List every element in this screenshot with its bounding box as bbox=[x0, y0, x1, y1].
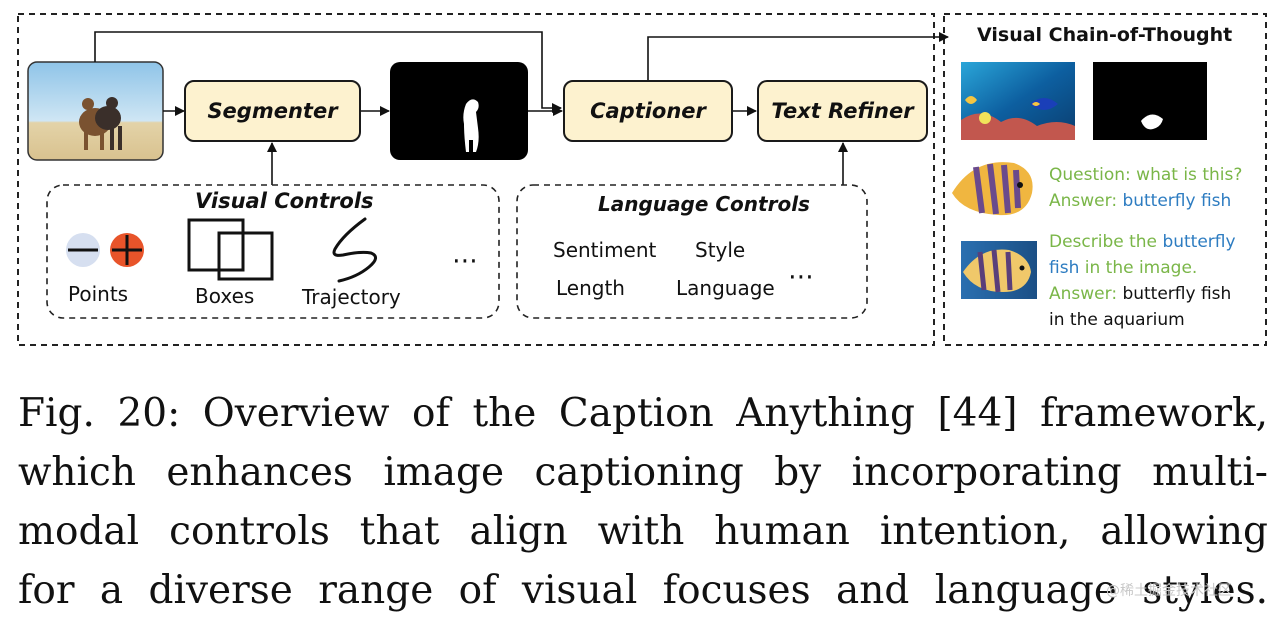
input-image bbox=[27, 61, 164, 161]
fish-mask-image bbox=[1093, 62, 1207, 140]
qa2-describe-suffix: in the image. bbox=[1084, 258, 1198, 278]
trajectory-label: Trajectory bbox=[302, 285, 401, 309]
language-controls-title: Language Controls bbox=[598, 192, 810, 216]
qa2-describe-subject-2: fish bbox=[1049, 258, 1080, 278]
language-controls-panel bbox=[516, 184, 868, 319]
qa2-answer-label: Answer: bbox=[1049, 284, 1118, 304]
visual-cot-frame bbox=[943, 13, 1267, 346]
butterfly-fish-crop-1 bbox=[952, 162, 1033, 216]
qa1-block: Question: what is this? Answer: butterfl… bbox=[1049, 162, 1242, 214]
text-refiner-node: Text Refiner bbox=[757, 80, 928, 142]
trajectory-icon bbox=[332, 217, 377, 283]
qa2-answer-1: butterfly fish bbox=[1122, 284, 1232, 304]
qa2-describe-line2: fish in the image. bbox=[1049, 255, 1236, 281]
captioner-node: Captioner bbox=[563, 80, 733, 142]
qa1-question: Question: what is this? bbox=[1049, 165, 1243, 185]
butterfly-fish-crop-2 bbox=[961, 241, 1037, 299]
caption-line-4: for a diverse range of visual focuses an… bbox=[18, 568, 1268, 613]
qa1-answer-line: Answer: butterfly fish bbox=[1049, 188, 1242, 214]
qa2-describe-line1: Describe the butterfly bbox=[1049, 229, 1236, 255]
caption-line-1: Fig. 20: Overview of the Caption Anythin… bbox=[18, 391, 1268, 436]
qa1-answer-label: Answer: bbox=[1049, 191, 1118, 211]
visual-cot-title: Visual Chain-of-Thought bbox=[977, 24, 1233, 46]
points-label: Points bbox=[68, 282, 129, 306]
visual-controls-title: Visual Controls bbox=[195, 189, 374, 213]
visual-controls-more: ⋯ bbox=[452, 246, 478, 276]
qa2-answer-line: Answer: butterfly fish bbox=[1049, 281, 1236, 307]
caption-line-3: modal controls that align with human int… bbox=[18, 509, 1268, 554]
language-controls-more: ⋯ bbox=[788, 262, 814, 292]
pipeline-frame bbox=[17, 13, 935, 346]
caption-line-2: which enhances image captioning by incor… bbox=[18, 450, 1268, 495]
watermark: @稀土掘金技术社区 bbox=[1106, 583, 1232, 599]
boxes-icon bbox=[187, 218, 274, 281]
qa1-answer: butterfly fish bbox=[1122, 191, 1232, 211]
qa2-answer-2: in the aquarium bbox=[1049, 310, 1185, 330]
qa2-describe-subject-1: butterfly bbox=[1162, 232, 1236, 252]
visual-controls-panel bbox=[46, 184, 500, 319]
figure-caption: Fig. 20: Overview of the Caption Anythin… bbox=[18, 384, 1268, 620]
minus-point-icon bbox=[66, 233, 100, 267]
plus-point-icon bbox=[110, 233, 144, 267]
segmenter-node: Segmenter bbox=[184, 80, 361, 142]
coral-reef-image bbox=[961, 62, 1075, 140]
diagram-svg bbox=[17, 13, 1267, 346]
length-label: Length bbox=[556, 276, 625, 300]
boxes-label: Boxes bbox=[195, 284, 255, 308]
qa2-describe-prefix: Describe the bbox=[1049, 232, 1158, 252]
framework-diagram: Segmenter Captioner Text Refiner Visual … bbox=[17, 13, 1267, 346]
sentiment-label: Sentiment bbox=[553, 238, 657, 262]
style-label: Style bbox=[695, 238, 746, 262]
language-label: Language bbox=[676, 276, 775, 300]
mask-image bbox=[390, 62, 528, 160]
qa2-block: Describe the butterfly fish in the image… bbox=[1049, 229, 1236, 333]
